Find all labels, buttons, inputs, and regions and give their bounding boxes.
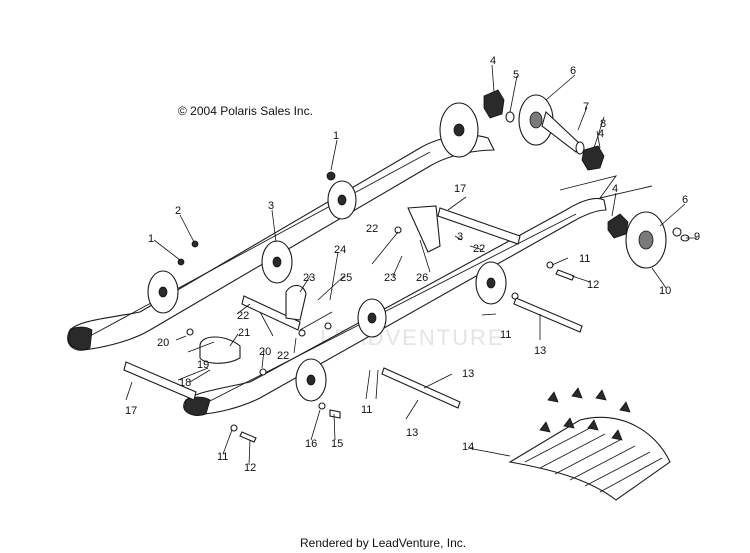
callout: 6: [682, 194, 688, 206]
callout: 14: [462, 441, 474, 453]
callout: 10: [659, 285, 671, 297]
callout: 13: [462, 368, 474, 380]
callout: 21: [238, 327, 250, 339]
callout: 5: [513, 69, 519, 81]
callout: 12: [587, 279, 599, 291]
leader-lines: [125, 64, 697, 466]
callout: 11: [579, 253, 590, 265]
callout: 12: [244, 462, 256, 474]
callout: 19: [197, 359, 209, 371]
callout: 18: [179, 377, 191, 389]
callout: 6: [570, 65, 576, 77]
callout: 26: [416, 272, 428, 284]
render-credit: Rendered by LeadVenture, Inc.: [300, 536, 467, 550]
callout: 17: [125, 405, 137, 417]
callout: 11: [500, 329, 511, 341]
callout: 20: [157, 337, 169, 349]
callout: 4: [598, 128, 604, 140]
callout: 13: [406, 427, 418, 439]
callout: 22: [237, 310, 249, 322]
callout: 8: [600, 118, 606, 130]
callout-labels: 1 1 2 3 3 4 4 4 5 6 6 7 8 9 10 11 11 11 …: [125, 55, 700, 474]
rear-axle-assembly: [483, 89, 653, 199]
callout: 20: [259, 346, 271, 358]
copyright-notice: © 2004 Polaris Sales Inc.: [178, 104, 313, 118]
callout: 22: [277, 350, 289, 362]
callout: 11: [217, 451, 228, 463]
callout: 17: [454, 183, 466, 195]
callout: 22: [366, 223, 378, 235]
callout: 4: [612, 183, 618, 195]
callout: 22: [473, 243, 485, 255]
callout: 24: [334, 244, 346, 256]
rail-wheels: [147, 102, 507, 402]
callout: 23: [303, 272, 315, 284]
callout: 23: [384, 272, 396, 284]
callout: 13: [534, 345, 546, 357]
callout: 16: [305, 438, 317, 450]
callout: 11: [361, 404, 372, 416]
callout: 9: [694, 231, 700, 243]
callout: 25: [340, 272, 352, 284]
cross-shafts: [123, 205, 583, 409]
track: [508, 387, 671, 501]
callout: 1: [148, 233, 154, 245]
callout: 7: [583, 101, 589, 113]
callout: 3: [457, 231, 463, 243]
wheel-hardware: [607, 211, 690, 269]
callout: 15: [331, 438, 343, 450]
right-rail: [183, 197, 607, 416]
callout: 4: [490, 55, 496, 67]
callout: 2: [175, 205, 181, 217]
callout: 1: [333, 130, 339, 142]
callout: 3: [268, 200, 274, 212]
fasteners: [177, 171, 575, 443]
